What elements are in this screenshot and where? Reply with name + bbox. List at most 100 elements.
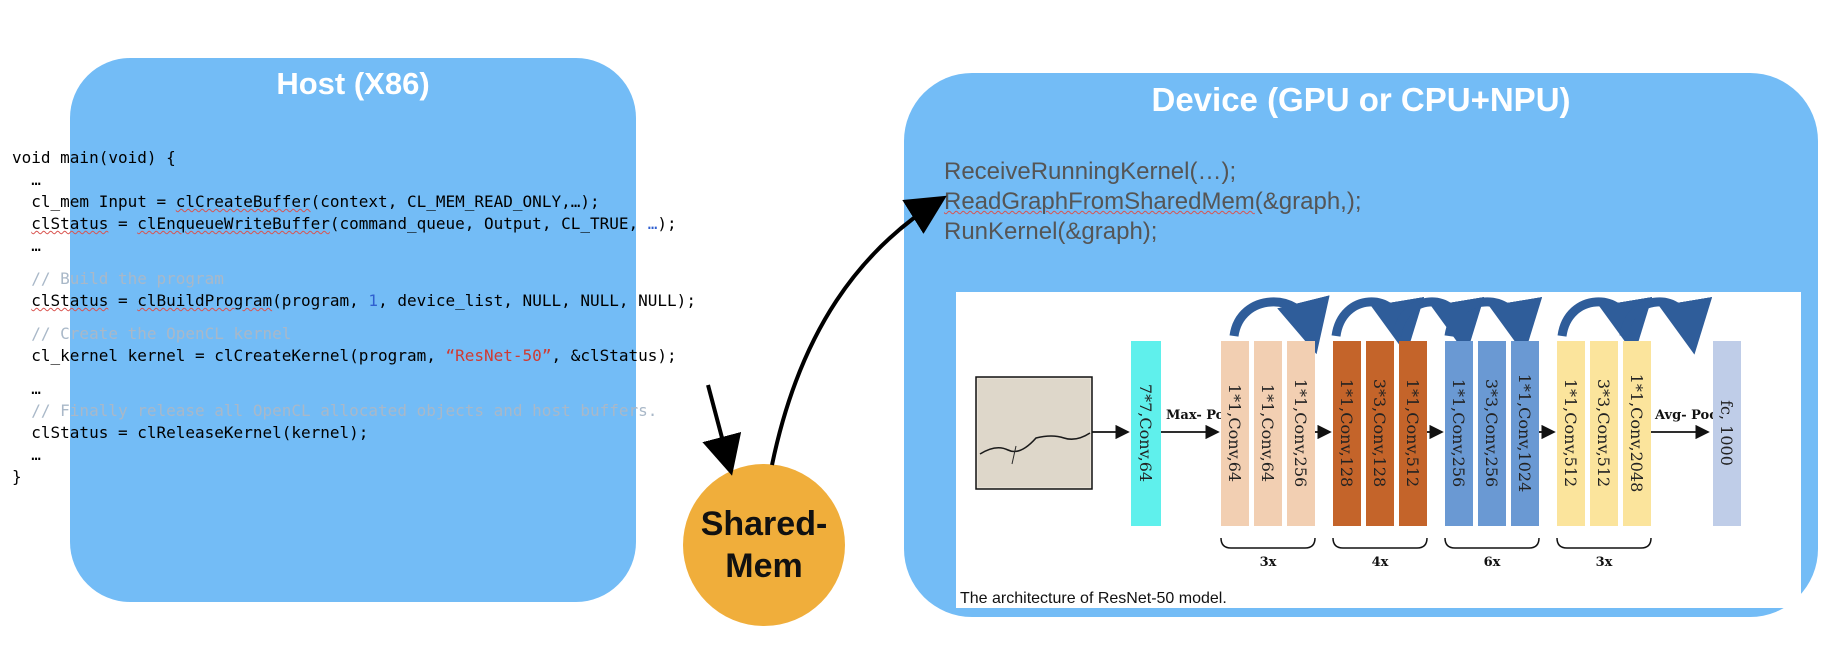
device-code-line: ReceiveRunningKernel(…);	[944, 158, 1237, 185]
conv1-label: 7*7,Conv,64	[1136, 384, 1155, 482]
crack-line	[979, 432, 1091, 455]
stage-3: 1*1,Conv,256 3*3,Conv,256 1*1,Conv,1024 …	[1444, 296, 1543, 570]
input-image	[975, 376, 1093, 490]
stage1-block-2	[1254, 341, 1282, 526]
code-token: clStatus	[31, 291, 109, 310]
code-line: cl_mem Input = clCreateBuffer(context, C…	[12, 191, 696, 213]
device-code-line: ReadGraphFromSharedMem(&graph,);	[944, 187, 1362, 217]
stage2-block-3	[1399, 341, 1427, 526]
stage2-multiplier: 4x	[1372, 555, 1389, 570]
stage-1: 1*1,Conv,64 1*1,Conv,64 1*1,Conv,256 3x	[1220, 295, 1330, 570]
device-title: Device (GPU or CPU+NPU)	[1151, 81, 1571, 118]
stage3-block-2	[1478, 341, 1506, 526]
arrow-host-to-shared	[702, 384, 742, 476]
stage1-label-3: 1*1,Conv,256	[1291, 379, 1310, 487]
code-token: (command_queue, Output, CL_TRUE,	[329, 214, 648, 233]
stage2-label-2: 3*3,Conv,128	[1370, 379, 1389, 487]
code-token: …	[647, 214, 658, 233]
code-line: …	[12, 445, 41, 464]
stage1-multiplier: 3x	[1260, 555, 1277, 570]
code-token: cl_mem Input =	[12, 192, 176, 211]
code-token: (program,	[272, 291, 369, 310]
code-comment: // Create the OpenCL kernel	[12, 324, 292, 343]
code-token: =	[108, 214, 138, 233]
code-token: (context, CL_MEM_READ_ONLY,…);	[310, 192, 600, 211]
stage-2: 1*1,Conv,128 3*3,Conv,128 1*1,Conv,512 4…	[1331, 296, 1485, 570]
stage4-label-2: 3*3,Conv,512	[1594, 379, 1613, 487]
stage4-multiplier: 3x	[1596, 555, 1613, 570]
code-comment: // Build the program	[12, 269, 224, 288]
stage2-block-2	[1366, 341, 1394, 526]
skip-connection-arrow	[1444, 296, 1543, 355]
skip-connection-arrow	[1619, 296, 1713, 355]
code-token: clStatus	[31, 214, 109, 233]
stage3-block-1	[1445, 341, 1473, 526]
host-code-block: void main(void) { … cl_mem Input = clCre…	[12, 147, 696, 488]
code-token: “ResNet-50”	[445, 346, 552, 365]
code-token: cl_kernel kernel = clCreateKernel(progra…	[12, 346, 446, 365]
skip-connection-arrow	[1557, 296, 1653, 355]
stage1-label-2: 1*1,Conv,64	[1258, 384, 1277, 482]
figure-caption: The architecture of ResNet-50 model.	[960, 590, 1227, 607]
stage3-label-3: 1*1,Conv,1024	[1515, 374, 1534, 493]
code-token: =	[108, 291, 138, 310]
stage4-label-3: 1*1,Conv,2048	[1627, 374, 1646, 493]
resnet-figure-panel: 7*7,Conv,64 Max- Pool 1*1,Conv,64 1*1,Co…	[956, 292, 1801, 608]
stage4-bracket	[1556, 537, 1652, 549]
code-line: clStatus = clEnqueueWriteBuffer(command_…	[12, 213, 696, 235]
host-title: Host (X86)	[276, 66, 430, 101]
avgpool-label: Avg- Pool	[1654, 408, 1723, 423]
fc-label: fc, 1000	[1717, 400, 1736, 466]
code-line: cl_kernel kernel = clCreateKernel(progra…	[12, 345, 696, 367]
stage3-bracket	[1444, 537, 1540, 549]
code-token: , &clStatus);	[551, 346, 677, 365]
device-code-block: ReceiveRunningKernel(…); ReadGraphFromSh…	[944, 157, 1362, 247]
resnet-diagram: 7*7,Conv,64 Max- Pool 1*1,Conv,64 1*1,Co…	[975, 295, 1741, 570]
stage3-label-2: 3*3,Conv,256	[1482, 379, 1501, 487]
stage3-multiplier: 6x	[1484, 555, 1501, 570]
stage1-bracket	[1220, 537, 1316, 549]
skip-connection-arrow	[1229, 295, 1330, 355]
stage2-block-1	[1333, 341, 1361, 526]
conv1-block	[1131, 341, 1161, 526]
code-line: …	[12, 170, 41, 189]
code-token: clBuildProgram	[137, 291, 273, 310]
device-code-line: RunKernel(&graph);	[944, 218, 1158, 245]
stage4-block-2	[1590, 341, 1618, 526]
shared-mem-label-line2: Mem	[725, 547, 803, 585]
code-token: ReadGraphFromSharedMem	[944, 188, 1255, 215]
skip-connection-arrow	[1331, 296, 1425, 355]
stage4-block-1	[1557, 341, 1585, 526]
code-line: void main(void) {	[12, 148, 176, 167]
stage4-block-3	[1623, 341, 1651, 526]
shared-mem-node: Shared- Mem	[683, 464, 845, 626]
shared-mem-label-line1: Shared-	[700, 505, 828, 543]
code-token: , device_list, NULL, NULL, NULL);	[378, 291, 696, 310]
stage2-label-3: 1*1,Conv,512	[1403, 379, 1422, 487]
crack-branch	[1011, 445, 1017, 465]
stage3-label-1: 1*1,Conv,256	[1449, 379, 1468, 487]
maxpool-label: Max- Pool	[1166, 408, 1238, 423]
stage2-bracket	[1332, 537, 1428, 549]
stage1-label-1: 1*1,Conv,64	[1225, 384, 1244, 482]
code-token: );	[657, 214, 677, 233]
stage3-block-3	[1511, 341, 1539, 526]
code-line: }	[12, 467, 22, 486]
code-line: clStatus = clReleaseKernel(kernel);	[12, 423, 369, 442]
code-token: clCreateBuffer	[175, 192, 311, 211]
stage-4: 1*1,Conv,512 3*3,Conv,512 1*1,Conv,2048 …	[1556, 296, 1713, 570]
stage1-block-1	[1221, 341, 1249, 526]
code-token: 1	[368, 291, 379, 310]
code-token: clEnqueueWriteBuffer	[137, 214, 330, 233]
code-token: (&graph,);	[1254, 188, 1362, 215]
host-box	[70, 58, 636, 602]
stage2-label-1: 1*1,Conv,128	[1337, 379, 1356, 487]
stage1-block-3	[1287, 341, 1315, 526]
code-line: clStatus = clBuildProgram(program, 1, de…	[12, 290, 696, 312]
fc-block	[1713, 341, 1741, 526]
code-line: …	[12, 236, 41, 255]
code-line: …	[12, 379, 41, 398]
arrow-shared-to-device	[770, 195, 947, 466]
code-comment: // Finally release all OpenCL allocated …	[12, 401, 658, 420]
